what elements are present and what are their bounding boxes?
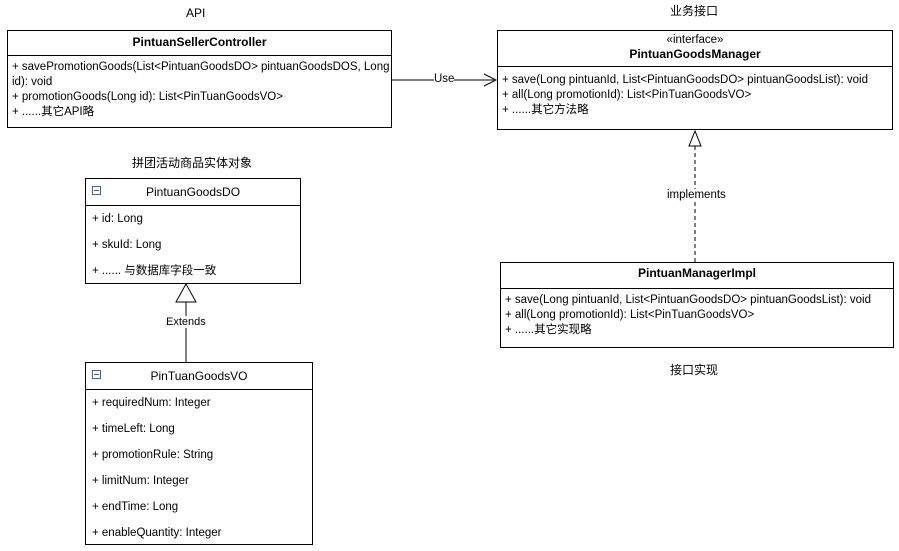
goods-vo-class-box[interactable]: PinTuanGoodsVO + requiredNum: Integer + …: [85, 362, 313, 545]
goods-vo-attribute: + timeLeft: Long: [92, 423, 175, 435]
manager-method: + all(Long promotionId): List<PinTuanGoo…: [502, 89, 752, 101]
goods-do-class-box[interactable]: PintuanGoodsDO + id: Long + skuId: Long …: [85, 178, 301, 284]
controller-divider: [8, 55, 391, 56]
manager-stereotype: «interface»: [666, 34, 724, 46]
extends-edge-label: Extends: [166, 316, 206, 328]
business-interface-caption: 业务接口: [670, 4, 719, 18]
collapse-toggle-icon[interactable]: [92, 186, 101, 195]
interface-impl-caption: 接口实现: [670, 363, 719, 377]
goods-vo-attribute: + promotionRule: String: [92, 449, 214, 461]
manager-method: + save(Long pintuanId, List<PintuanGoods…: [502, 74, 869, 86]
api-caption: API: [186, 6, 206, 20]
goods-vo-attribute: + enableQuantity: Integer: [92, 527, 222, 539]
extends-edge-arrowhead: [175, 282, 197, 303]
impl-method: + all(Long promotionId): List<PinTuanGoo…: [505, 309, 755, 321]
use-edge-arrowhead: [483, 73, 498, 87]
implements-edge-label: implements: [666, 189, 727, 201]
controller-class-name: PintuanSellerController: [132, 35, 267, 49]
impl-divider: [501, 288, 893, 289]
goods-vo-class-name: PinTuanGoodsVO: [150, 369, 248, 383]
goods-vo-attribute: + endTime: Long: [92, 501, 179, 513]
goods-vo-header: PinTuanGoodsVO: [86, 363, 312, 390]
entity-objects-caption: 拼团活动商品实体对象: [132, 156, 253, 170]
controller-method: + ......其它API略: [12, 106, 95, 118]
manager-divider: [498, 66, 892, 67]
goods-do-attribute: + ...... 与数据库字段一致: [92, 265, 217, 277]
impl-class-name: PintuanManagerImpl: [637, 266, 756, 280]
manager-method: + ......其它方法略: [502, 104, 589, 116]
controller-method: + savePromotionGoods(List<PintuanGoodsDO…: [12, 61, 393, 88]
goods-do-attribute: + skuId: Long: [92, 239, 162, 251]
goods-do-class-name: PintuanGoodsDO: [145, 185, 241, 199]
goods-do-header: PintuanGoodsDO: [86, 179, 300, 206]
impl-method: + save(Long pintuanId, List<PintuanGoods…: [505, 294, 872, 306]
goods-do-attribute: + id: Long: [92, 213, 143, 225]
goods-vo-attribute: + limitNum: Integer: [92, 475, 189, 487]
impl-class-box[interactable]: PintuanManagerImpl + save(Long pintuanId…: [500, 262, 894, 348]
controller-method: + promotionGoods(Long id): List<PinTuanG…: [12, 91, 283, 103]
controller-class-box[interactable]: PintuanSellerController + savePromotionG…: [7, 30, 392, 128]
collapse-toggle-icon[interactable]: [92, 370, 101, 379]
use-edge-label: Use: [434, 73, 455, 85]
manager-interface-box[interactable]: «interface» PintuanGoodsManager + save(L…: [497, 30, 893, 130]
manager-interface-name: PintuanGoodsManager: [629, 47, 761, 61]
goods-vo-attribute: + requiredNum: Integer: [92, 397, 211, 409]
impl-method: + ......其它实现略: [505, 324, 592, 336]
implements-edge-arrowhead: [688, 129, 702, 147]
